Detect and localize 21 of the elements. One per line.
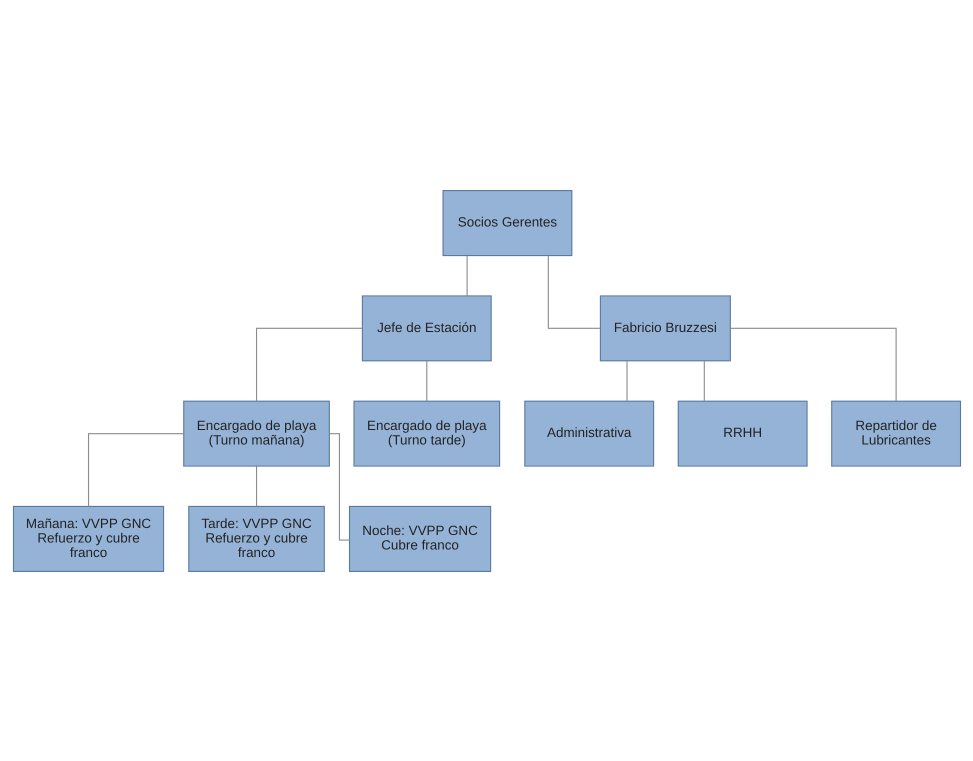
connector <box>626 360 628 400</box>
node-box: Encargado de playa (Turno mañana) <box>182 400 330 466</box>
connector <box>426 360 427 400</box>
connector <box>730 327 896 400</box>
node-box: Noche: VVPP GNC Cubre franco <box>348 505 491 572</box>
connector <box>547 255 600 328</box>
connector <box>87 432 183 506</box>
node-box: Socios Gerentes <box>442 190 572 256</box>
connector <box>466 255 468 296</box>
node-box: Mañana: VVPP GNC Refuerzo y cubre franco <box>12 505 164 572</box>
node-box: Repartidor de Lubricantes <box>830 400 961 466</box>
connector <box>255 327 362 400</box>
node-box: Administrativa <box>524 400 654 466</box>
connector <box>255 466 257 506</box>
node-box: Jefe de Estación <box>361 294 492 361</box>
connector <box>703 360 704 400</box>
node-box: RRHH <box>677 400 808 466</box>
node-box: Tarde: VVPP GNC Refuerzo y cubre franco <box>188 505 324 572</box>
node-box: Encargado de playa (Turno tarde) <box>352 400 500 466</box>
connector <box>329 432 349 540</box>
node-box: Fabricio Bruzzesi <box>599 294 730 361</box>
